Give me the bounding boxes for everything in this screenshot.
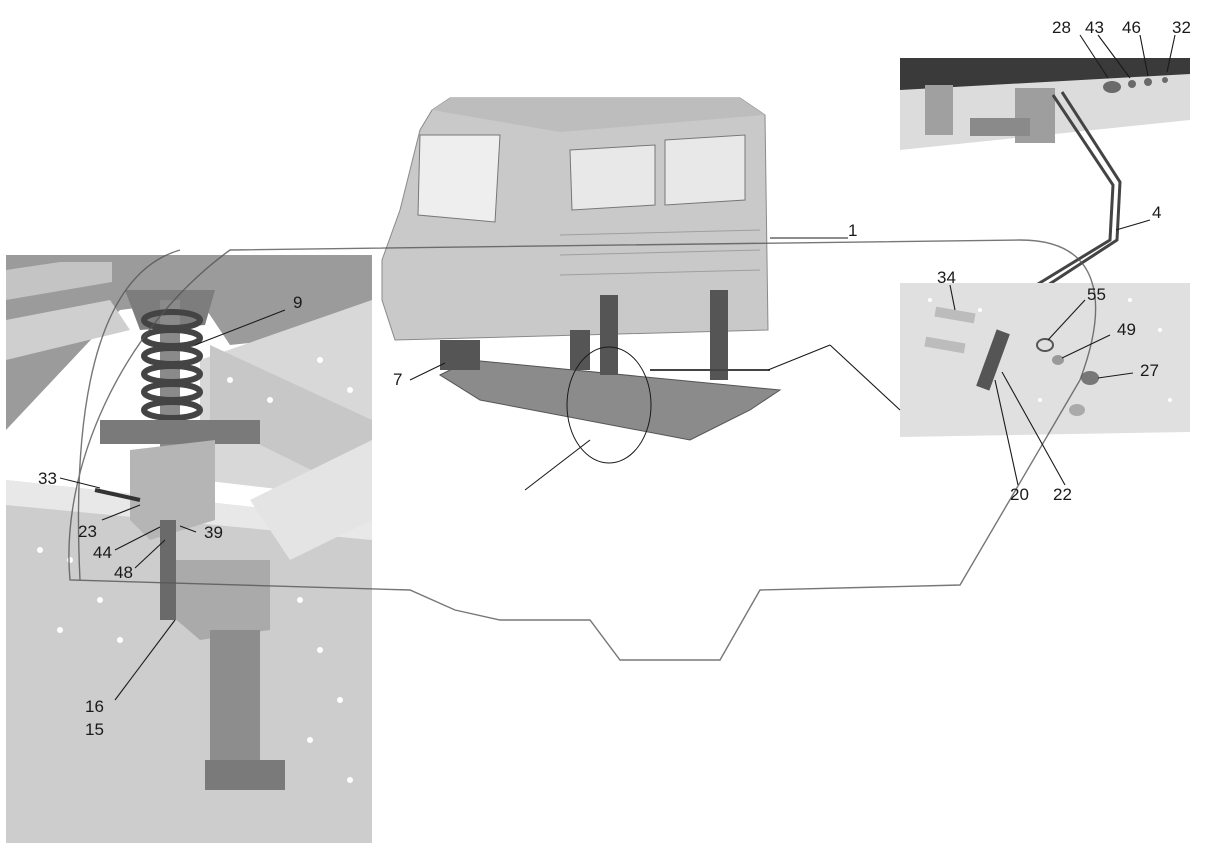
callout-labels: 1 4 7 9 15 16 20 22 23 27 28 32 33 34 39… [38,18,1191,739]
bracket-foot [205,760,285,790]
bracket-leg [210,630,280,790]
leader-49 [1061,334,1111,359]
leader-23 [101,504,141,521]
leader-48 [134,539,166,569]
leader-46 [1139,34,1149,77]
callout-4: 4 [1152,203,1161,222]
leader-34 [949,284,956,311]
cab-floor [6,255,372,430]
leader-circle [524,439,591,491]
leader-55 [1047,299,1086,341]
line-clamp-detail-view [900,283,1190,437]
leader-39 [179,525,197,533]
upper-frame-top [900,58,1190,90]
pivot-shaft [100,420,260,444]
vertical-stud [160,520,176,620]
leader-arrow-right-2 [767,344,831,371]
callout-9: 9 [293,293,302,312]
cab-door-window [417,134,501,223]
cab-overview [381,97,782,464]
cab-supports [440,290,728,380]
coil-spring [141,309,203,421]
bolt-34-a [934,306,976,324]
callout-23: 23 [78,522,97,541]
leader-33 [59,477,101,489]
detail-highlight-circle [566,346,652,464]
leader-20 [994,379,1019,486]
watermark-gear-outline [68,239,1097,661]
callout-55: 55 [1087,285,1106,304]
clamp-bracket [976,329,1010,391]
mounting-bracket [165,560,270,640]
support-plate [130,440,215,540]
bolt-33 [94,488,141,502]
damper-rod [160,300,180,450]
callout-16: 16 [85,697,104,716]
callout-1: 1 [848,221,857,240]
frame-rail-near [6,480,372,843]
callout-7: 7 [393,370,402,389]
callout-34: 34 [937,268,956,287]
cab-floor-panel [6,300,130,360]
leader-27 [1097,372,1134,379]
front-support-detail-view [6,255,372,843]
callout-22: 22 [1053,485,1072,504]
opex-watermark [68,239,1097,661]
leader-22 [1001,371,1066,486]
callout-20: 20 [1010,485,1029,504]
cab-rear-window-left [569,144,656,211]
leader-44 [114,526,161,551]
washer-49 [1052,355,1064,365]
hinge-bracket [925,85,953,135]
callout-33: 33 [38,469,57,488]
callout-48: 48 [114,563,133,582]
callout-46: 46 [1122,18,1141,37]
watermark-o-left [77,249,181,581]
callout-27: 27 [1140,361,1159,380]
web-holes [928,298,1172,402]
callout-15: 15 [85,720,104,739]
callout-39: 39 [204,523,223,542]
callout-44: 44 [93,543,112,562]
callout-28: 28 [1052,18,1071,37]
bolt-34-b [924,336,966,354]
nut-spare [1069,404,1085,416]
frame-web-panel [900,283,1190,437]
leader-28 [1079,34,1109,79]
cab-rear-window-right [664,134,746,206]
fastener-set [1103,77,1168,93]
callout-49: 49 [1117,320,1136,339]
cab-floor-rib [6,262,112,300]
nut-27 [1081,371,1099,385]
callout-32: 32 [1172,18,1191,37]
leader-32 [1166,34,1176,73]
leader-7 [409,362,446,381]
callout-43: 43 [1085,18,1104,37]
leader-16 [114,619,176,701]
tilt-line-4b [1024,91,1122,302]
leader-lines [59,34,1176,701]
cab-panel-ribs [559,229,761,276]
frame-bend [250,440,372,560]
cab-roof [432,98,765,132]
leader-9 [194,309,286,346]
leader-arrow-right [829,344,901,411]
tilt-line-4 [1019,94,1115,297]
pump-cylinder [970,118,1030,136]
leader-43 [1097,34,1131,79]
washer-55 [1036,338,1054,352]
leader-4 [1115,219,1151,231]
tilt-pump-detail-view [900,58,1190,302]
frame-holes [37,357,353,783]
